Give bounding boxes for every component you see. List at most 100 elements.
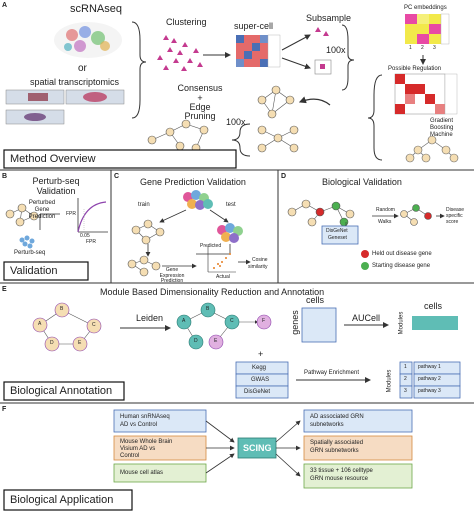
- biological-application-box: [3, 489, 133, 511]
- output-ad-2: subnetworks: [310, 422, 344, 428]
- cells-top-label: cells: [306, 295, 325, 305]
- random-walks-label-1: Random: [376, 207, 395, 213]
- network-bottom: [257, 125, 299, 153]
- plus-label: +: [258, 349, 264, 359]
- validation-title: Validation: [10, 265, 58, 277]
- disgenet-label-2: Geneset: [328, 235, 347, 241]
- pathway-enrichment-label: Pathway Enrichment: [304, 370, 360, 376]
- network-top: [257, 85, 295, 119]
- panel-letter-c: C: [114, 173, 120, 180]
- method-overview-title: Method Overview: [10, 153, 96, 165]
- x100-top-label: 100x: [326, 45, 346, 55]
- biological-application-title: Biological Application: [10, 494, 114, 506]
- node-b: B: [60, 306, 64, 312]
- module-annotation-title: Module Based Dimensionality Reduction an…: [100, 287, 325, 297]
- gbm-label-3: Machine: [430, 132, 453, 138]
- input-brace: [131, 21, 147, 119]
- leiden-node-f: F: [262, 318, 266, 324]
- gene-expr-label-2: Expression: [159, 273, 185, 279]
- db-disgenet-box: [235, 385, 289, 399]
- method-overview-box: [3, 149, 237, 169]
- starting-legend-dot: [361, 262, 369, 270]
- disease-score-label-1: Disease: [446, 207, 465, 213]
- fpr-y-label: FPR: [66, 211, 76, 217]
- input-mouse-3: Control: [120, 453, 140, 459]
- consensus-plus: +: [197, 93, 203, 103]
- node-a: A: [38, 321, 42, 327]
- gene-cell-matrix: [301, 307, 337, 343]
- possible-regulation-grid: [394, 73, 458, 115]
- validation-box: [3, 261, 89, 281]
- predicted-label: Predicted: [200, 243, 222, 249]
- edge-label: Edge: [189, 102, 211, 112]
- fpr-plot: [77, 198, 108, 233]
- pathway-table: [399, 361, 461, 399]
- disgenet-box: [321, 225, 359, 245]
- leiden-node-c: C: [230, 318, 234, 324]
- input-human-2: AD vs Control: [120, 422, 158, 428]
- modules-bottom-label: Modules: [386, 369, 393, 393]
- db-gwas: GWAS: [251, 377, 270, 383]
- biological-annotation-box: [3, 381, 125, 401]
- panel-letter-d: D: [281, 173, 287, 180]
- fpr-x-label: FPR: [86, 239, 96, 245]
- input-atlas: Mouse cell atlas: [120, 470, 164, 476]
- train-network: [131, 219, 165, 245]
- panel-letter-a: A: [2, 2, 8, 9]
- aucell-matrix: [412, 316, 458, 330]
- panel-letter-b: B: [2, 173, 8, 180]
- output-box-mouse-resource: [303, 463, 413, 489]
- cosine-label-2: similarity: [248, 264, 268, 270]
- spatial-slides: [5, 89, 125, 125]
- subsample-label: Subsample: [306, 13, 352, 23]
- predict-network: [127, 255, 161, 277]
- output-resource-1: 33 tissue + 106 celltype: [310, 468, 373, 474]
- or-label: or: [78, 63, 87, 74]
- leiden-node-a: A: [182, 318, 186, 324]
- curved-arrow: [298, 96, 331, 106]
- perturb-seq-label: Perturb-seq: [14, 250, 46, 256]
- biological-annotation-title: Biological Annotation: [10, 385, 113, 397]
- pathway-num-2: 2: [404, 376, 407, 382]
- pathway-num-1: 1: [404, 364, 407, 370]
- cosine-label-1: Cosine: [252, 257, 268, 263]
- input-box-mouse-visium: [113, 435, 207, 461]
- module-network-leiden: [176, 302, 272, 350]
- modules-top-label: Modules: [398, 311, 405, 335]
- cells-right-label: cells: [424, 301, 443, 311]
- test-label: test: [226, 202, 236, 208]
- output-spatial-2: GRN subnetworks: [310, 448, 359, 454]
- biological-validation-title: Biological Validation: [322, 177, 402, 187]
- node-e: E: [78, 340, 82, 346]
- disease-score-label-2: specific: [446, 213, 463, 219]
- held-out-legend-dot: [361, 250, 369, 258]
- fpr-tick: 0.05: [80, 233, 90, 239]
- input-human-1: Human snRNAseq: [120, 414, 170, 420]
- pruning-label: Pruning: [184, 111, 216, 121]
- genes-label: genes: [289, 310, 300, 335]
- output-box-ad-grn: [303, 409, 413, 433]
- module-network-left: [32, 302, 102, 352]
- cell-cluster-icon: [183, 190, 213, 210]
- gene-prediction-title: Gene Prediction Validation: [140, 177, 246, 187]
- perturb-cells: [19, 235, 35, 249]
- perturbed-label-2: Gene: [34, 207, 50, 213]
- subsample-brace: [341, 24, 355, 91]
- output-spatial-1: Spatially associated: [310, 440, 364, 446]
- gbm-tree: [405, 135, 459, 163]
- subsample-icon: [315, 27, 329, 36]
- aucell-label: AUCell: [352, 313, 381, 323]
- pathway-name-3: pathway 3: [418, 388, 441, 394]
- perturb-title-1: Perturb-seq: [32, 176, 80, 186]
- pathway-num-3: 3: [404, 388, 407, 394]
- network-pruned: [147, 119, 209, 153]
- random-walks-label-2: Walks: [378, 219, 392, 225]
- pc-col-2: 2: [421, 45, 424, 51]
- leiden-label: Leiden: [136, 313, 164, 323]
- super-cell-heatmap: [236, 34, 281, 68]
- pathway-network-d: [400, 204, 432, 226]
- spatial-label: spatial transcriptomics: [30, 77, 120, 87]
- gene-expr-label-1: Gene: [165, 267, 179, 273]
- pathway-name-2: pathway 2: [418, 376, 441, 382]
